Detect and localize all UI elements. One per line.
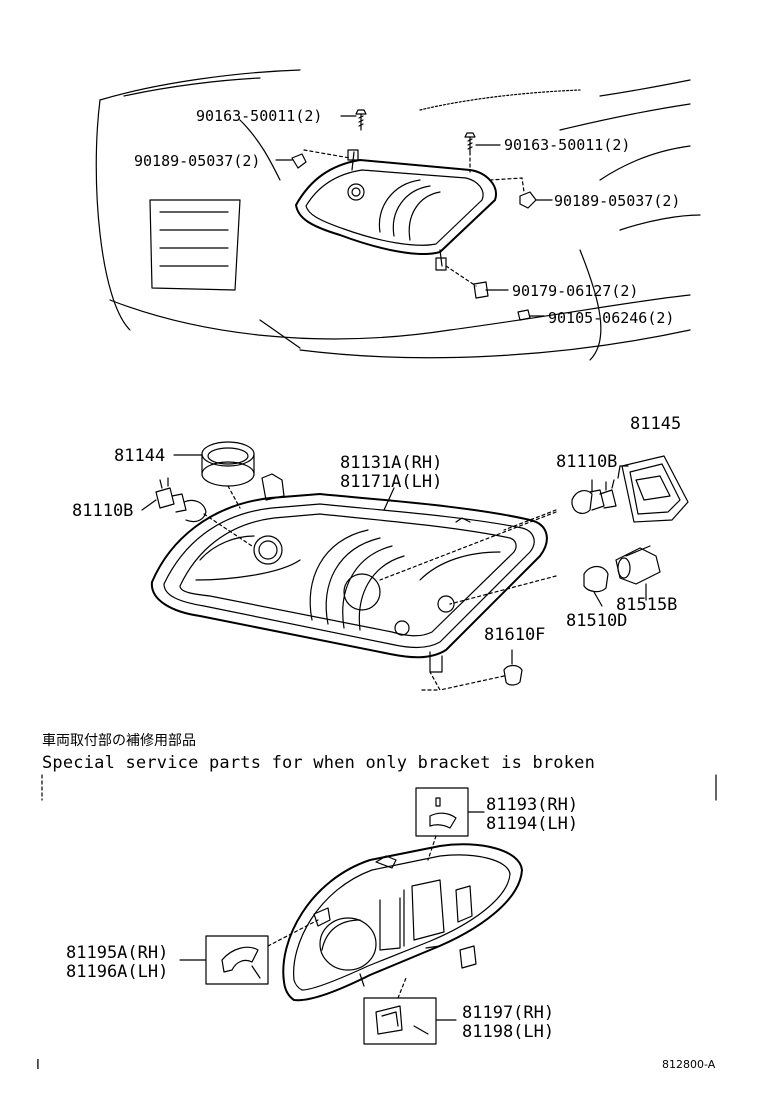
headlamp-rear-view (282, 843, 523, 1002)
headlamp-exploded (150, 473, 548, 673)
part-label: 81110B (72, 501, 133, 521)
section-title-english: Special service parts for when only brac… (42, 753, 596, 773)
bulb-cap-ring (201, 441, 255, 487)
part-label: 81196A(LH) (66, 962, 168, 982)
top-leaders (275, 115, 553, 317)
part-label: 81145 (630, 414, 681, 434)
part-label: 81171A(LH) (340, 472, 442, 492)
bolt-icon (464, 132, 476, 153)
part-label: 81610F (484, 625, 545, 645)
part-label: 81144 (114, 446, 165, 466)
part-label: 81131A(RH) (340, 453, 442, 473)
clip-icon (473, 281, 489, 299)
bulb-socket (615, 545, 661, 585)
part-label: 90179-06127(2) (512, 282, 638, 300)
bolt-icon (355, 109, 367, 131)
vehicle-front-sketch (95, 69, 701, 361)
part-label: 81197(RH) (462, 1003, 554, 1023)
part-label: 90163-50011(2) (196, 107, 322, 125)
top-fasteners (291, 109, 537, 321)
part-label: 81195A(RH) (66, 943, 168, 963)
section-title-japanese: 車両取付部の補修用部品 (42, 733, 196, 749)
part-label: 81194(LH) (486, 814, 578, 834)
bracket-bottom-box (363, 977, 457, 1045)
part-label: 90105-06246(2) (548, 309, 674, 327)
part-label: 81515B (616, 595, 677, 615)
bottom-labels: 81193(RH) 81194(LH) 81195A(RH) 81196A(LH… (66, 795, 578, 1042)
part-label: 81198(LH) (462, 1022, 554, 1042)
top-labels: 90163-50011(2) 90189-05037(2) 90163-5001… (134, 107, 680, 327)
part-label: 90163-50011(2) (504, 136, 630, 154)
middle-leaders (141, 454, 647, 691)
part-label: 81510D (566, 611, 627, 631)
part-label: 81193(RH) (486, 795, 578, 815)
part-label: 81110B (556, 452, 617, 472)
headlight-bulb-left (155, 477, 207, 523)
headlight-bulb-right (571, 479, 617, 514)
bracket-left-box (179, 919, 319, 985)
nut-icon (291, 153, 307, 169)
middle-labels: 81144 81110B 81131A(RH) 81171A(LH) 81110… (72, 414, 681, 645)
bulb-cover (621, 455, 689, 523)
screw-icon (517, 309, 531, 321)
side-marker-bulb (583, 565, 609, 593)
footer-left-marker: I (36, 1058, 40, 1073)
headlamp-installed-view (295, 149, 497, 271)
small-bulb (503, 664, 523, 686)
bracket-top-box (415, 787, 485, 861)
section-bracket-line (41, 774, 717, 801)
nut-icon (519, 191, 537, 209)
figure-id: 812800-A (662, 1058, 716, 1071)
part-label: 90189-05037(2) (554, 192, 680, 210)
part-label: 90189-05037(2) (134, 152, 260, 170)
